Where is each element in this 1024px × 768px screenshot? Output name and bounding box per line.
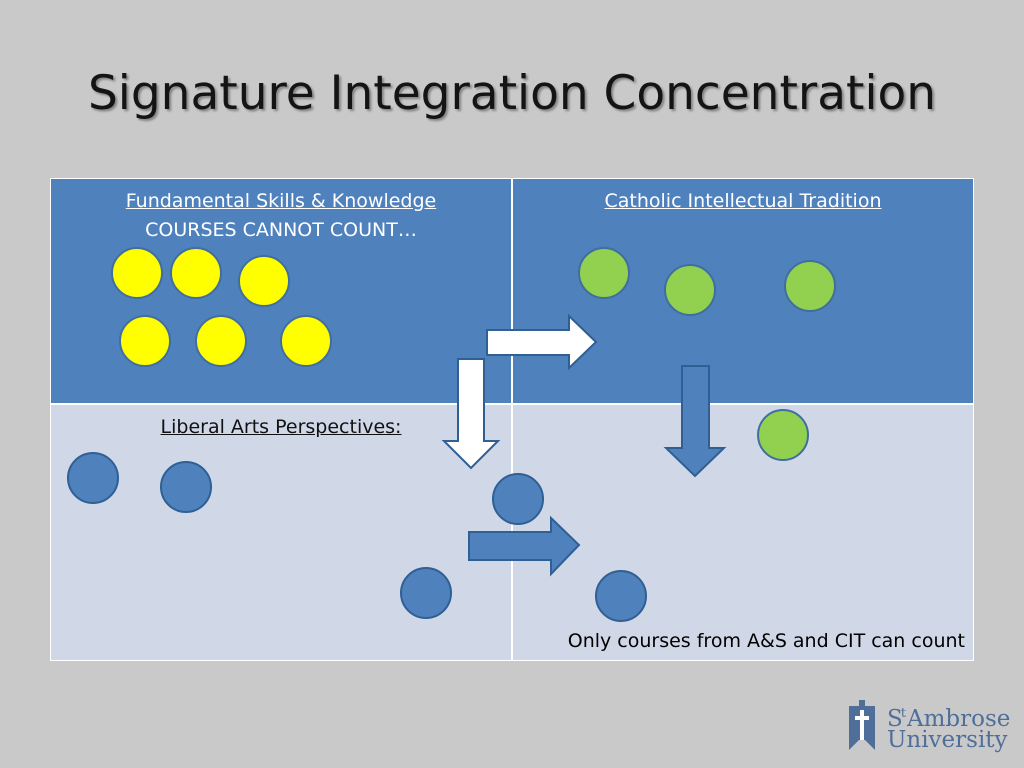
blue-dot (67, 452, 119, 504)
page-title: Signature Integration Concentration (87, 66, 937, 121)
yellow-dots (111, 247, 332, 367)
logo-line1: StAmbrose (887, 702, 1010, 731)
green-dot (578, 247, 630, 299)
blue-dots (67, 452, 647, 622)
green-dot (784, 260, 836, 312)
blue-dot (160, 461, 212, 513)
quadrant-heading-liberal-arts-perspectives: Liberal Arts Perspectives: (160, 416, 402, 438)
logo-line2: University (887, 727, 1008, 753)
yellow-dot (111, 247, 163, 299)
quadrant-note-only-courses: Only courses from A&S and CIT can count (567, 630, 965, 652)
tower-icon (849, 700, 875, 750)
logo-line1-sup: t (900, 706, 906, 721)
quadrant-subheading-courses-cannot-count: COURSES CANNOT COUNT… (145, 219, 417, 241)
yellow-dot (238, 255, 290, 307)
blue-dot (400, 567, 452, 619)
st-ambrose-logo: StAmbrose University (848, 698, 1024, 760)
logo-line1-suffix: Ambrose (907, 706, 1011, 732)
concentration-matrix: Fundamental Skills & Knowledge COURSES C… (50, 178, 974, 661)
green-dots (578, 247, 836, 461)
blue-dot (492, 473, 544, 525)
quadrant-heading-fundamental-skills: Fundamental Skills & Knowledge (125, 190, 437, 212)
arrows (441, 313, 727, 577)
yellow-dot (280, 315, 332, 367)
green-dot (757, 409, 809, 461)
quadrant-heading-catholic-intellectual-tradition: Catholic Intellectual Tradition (604, 190, 882, 212)
arrow-right-icon (468, 515, 581, 577)
logo-line1-prefix: S (887, 706, 903, 732)
arrow-down-icon (441, 358, 501, 470)
quadrant-combined-credit (513, 405, 973, 660)
yellow-dot (119, 315, 171, 367)
arrow-down-icon (663, 365, 727, 478)
arrow-right-icon (486, 313, 598, 371)
yellow-dot (195, 315, 247, 367)
yellow-dot (170, 247, 222, 299)
green-dot (664, 264, 716, 316)
blue-dot (595, 570, 647, 622)
